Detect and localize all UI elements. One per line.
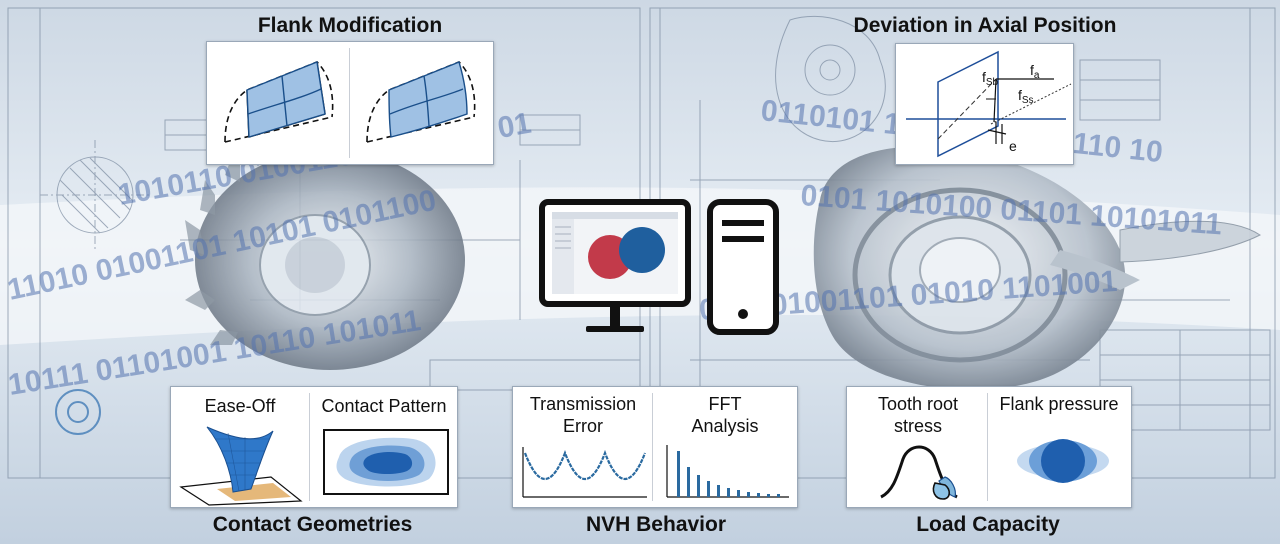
transmission-error-line1: Transmission bbox=[529, 394, 637, 414]
tooth-root-line1: Tooth root bbox=[877, 394, 959, 414]
pc-tower-icon bbox=[707, 199, 779, 335]
bevel-gear-illustration bbox=[185, 125, 465, 370]
fft-analysis-label: FFT Analysis bbox=[655, 393, 795, 437]
heading-load-capacity: Load Capacity bbox=[916, 513, 1060, 536]
label-e: e bbox=[1009, 138, 1017, 154]
label-f-sb: fSb bbox=[982, 69, 999, 88]
ease-off-label: Ease-Off bbox=[204, 396, 276, 416]
heading-deviation-axial-position: Deviation in Axial Position bbox=[853, 14, 1117, 37]
fft-analysis-plot bbox=[666, 445, 789, 498]
tooth-crowning-diagram bbox=[224, 61, 476, 143]
flank-pressure-diagram bbox=[1017, 439, 1109, 483]
flank-modification-panel bbox=[206, 41, 494, 165]
transmission-error-label: Transmission Error bbox=[517, 393, 649, 437]
fft-analysis-line1: FFT bbox=[708, 394, 742, 414]
deviation-axial-panel: fSb fa fSs e bbox=[895, 43, 1074, 165]
panel-divider bbox=[349, 48, 350, 158]
fft-analysis-line2: Analysis bbox=[691, 416, 759, 436]
gearbox-housing-illustration bbox=[813, 146, 1261, 390]
computer-monitor-icon bbox=[539, 199, 779, 335]
contact-pattern-plot bbox=[323, 429, 449, 495]
nvh-behavior-panel: Transmission Error FFT Analysis bbox=[512, 386, 798, 508]
ease-off-plot bbox=[179, 426, 303, 506]
heading-contact-geometries: Contact Geometries bbox=[212, 513, 413, 536]
panel-divider bbox=[309, 393, 310, 501]
label-f-ss: fSs bbox=[1018, 87, 1034, 106]
blue-gear-render bbox=[619, 227, 665, 273]
axial-deviation-diagram: fSb fa fSs e bbox=[906, 50, 1072, 158]
transmission-error-line2: Error bbox=[563, 416, 603, 436]
panel-divider bbox=[652, 393, 653, 501]
load-capacity-panel: Tooth root stress Flank pressure bbox=[846, 386, 1132, 508]
panel-divider bbox=[987, 393, 988, 501]
tooth-root-stress-label: Tooth root stress bbox=[851, 393, 985, 437]
flank-pressure-label: Flank pressure bbox=[999, 394, 1119, 414]
heading-flank-modification: Flank Modification bbox=[257, 14, 443, 37]
tooth-root-stress-diagram bbox=[880, 445, 958, 500]
heading-nvh-behavior: NVH Behavior bbox=[585, 513, 727, 536]
tooth-root-line2: stress bbox=[893, 416, 942, 436]
contact-pattern-label: Contact Pattern bbox=[321, 396, 447, 416]
transmission-error-plot bbox=[522, 447, 647, 498]
label-f-a: fa bbox=[1030, 62, 1040, 81]
contact-geometries-panel: Ease-Off Contact Pattern bbox=[170, 386, 458, 508]
